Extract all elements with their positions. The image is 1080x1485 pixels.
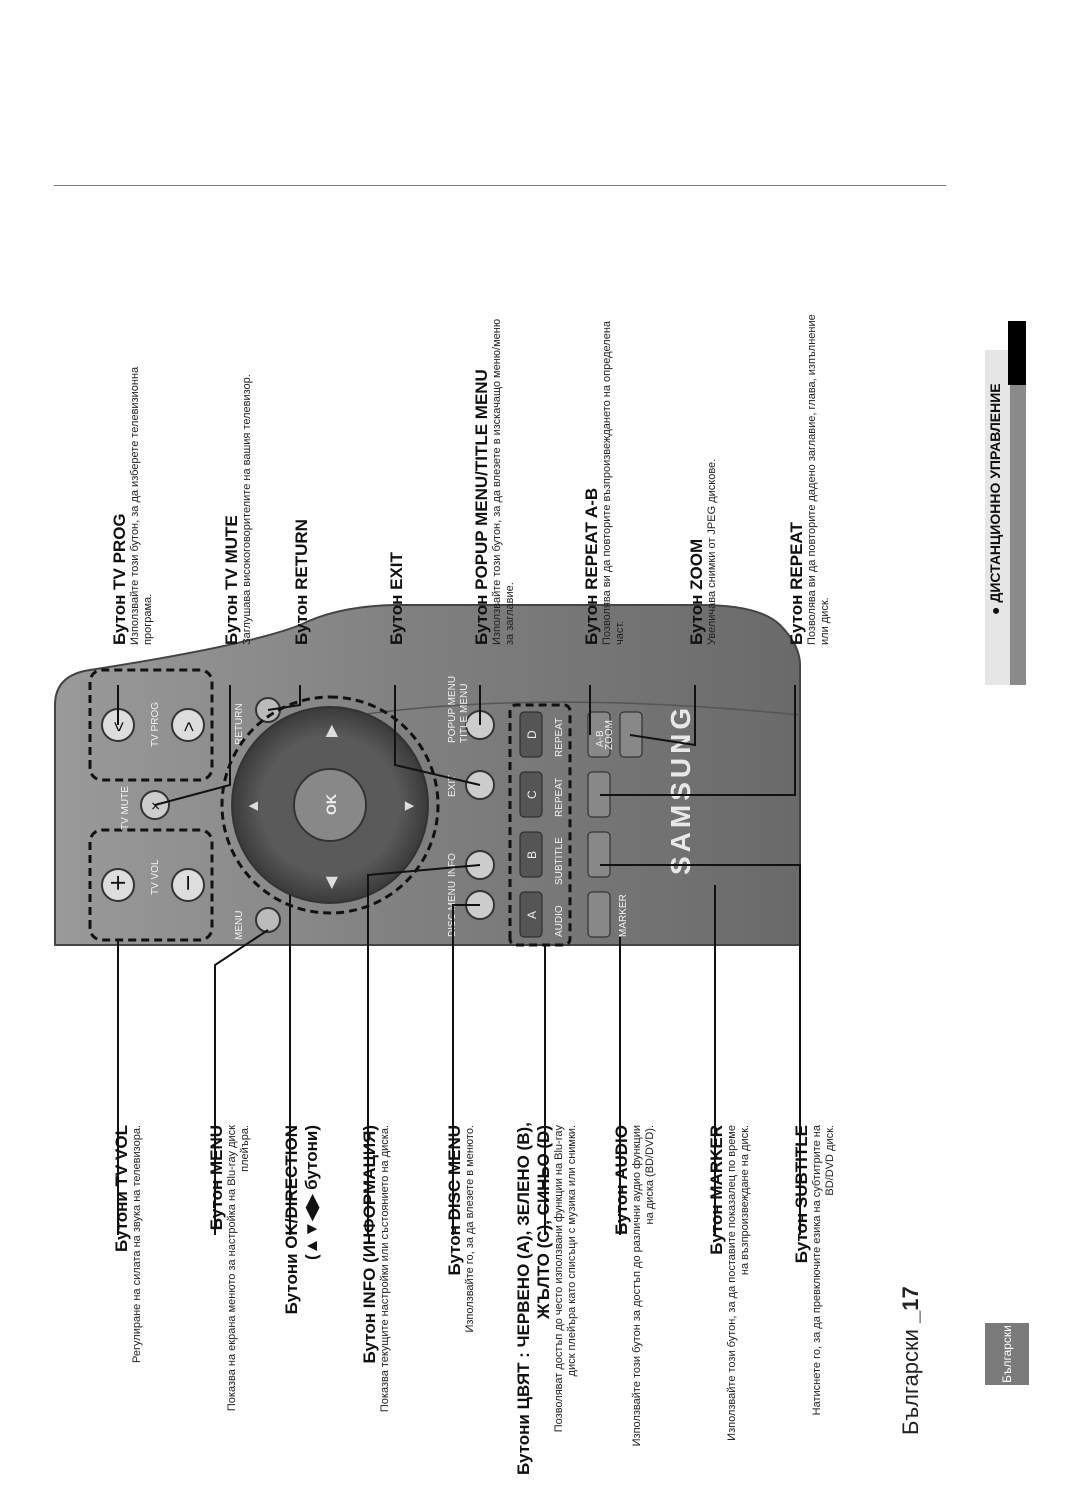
- callout-title: Бутон EXIT: [387, 552, 406, 645]
- callout-title: Бутони ЦВЯТ : ЧЕРВЕНО (A), ЗЕЛЕНО (B),: [514, 1122, 533, 1475]
- callout-desc: Позволяват достъп до често използвани фу…: [553, 1125, 565, 1433]
- callout-title: Бутони OK/DIRECTION: [282, 1125, 301, 1315]
- callout-desc: програма.: [142, 593, 154, 645]
- callout-desc: за заглавие.: [504, 582, 516, 645]
- title-menu-label: TITLE MENU: [459, 684, 470, 743]
- callout-desc: Позволява ви да повторите възпроизвеждан…: [601, 320, 613, 645]
- chevron-down-icon: >: [179, 721, 199, 732]
- menu-label: MENU: [234, 911, 245, 940]
- callout-desc: Увеличава снимки от JPEG дискове.: [706, 458, 718, 645]
- arrow-down-icon: ▼: [401, 798, 418, 814]
- color-button-d: [519, 711, 543, 758]
- callout-title: Бутон AUDIO: [612, 1125, 631, 1235]
- callout-desc: Заглушава високоговорителите на вашия те…: [241, 374, 253, 645]
- color-buttons-group: [508, 703, 572, 947]
- callout-title: Бутон MARKER: [707, 1125, 726, 1255]
- tv-mute-label: TV MUTE: [120, 786, 131, 830]
- callout-desc: Използвайте този бутон, за да влезете в …: [491, 318, 503, 645]
- subtitle-label: SUBTITLE: [554, 837, 565, 885]
- info-label: INFO: [447, 853, 458, 877]
- zoom-label: ZOOM: [604, 720, 615, 750]
- b-label: B: [525, 851, 539, 859]
- callout-desc: Регулиране на силата на звука на телевиз…: [131, 1125, 143, 1363]
- callout-desc: или диск.: [819, 597, 831, 645]
- callout-title: Бутон DISC MENU: [445, 1125, 464, 1276]
- callout-title: Бутон MENU: [207, 1125, 226, 1231]
- callout-desc: Натиснете го, за да превключите езика на…: [811, 1125, 823, 1416]
- callout-title: Бутон INFO (ИНФОРМАЦИЯ): [360, 1125, 379, 1364]
- callout-desc: Използвайте този бутон, за да изберете т…: [129, 366, 141, 645]
- callout-desc: Показва текущите настройки или състояние…: [379, 1125, 391, 1413]
- callout-desc: Позволява ви да повторите дадено заглави…: [806, 314, 818, 645]
- plus-icon: +: [106, 874, 131, 892]
- callout-desc: на възпроизвеждане на диск.: [739, 1125, 751, 1276]
- arrow-left-icon: ◀: [323, 876, 340, 889]
- tv-prog-label: TV PROG: [150, 702, 161, 747]
- ok-label: OK: [323, 794, 339, 815]
- callout-desc: BD/DVD диск.: [824, 1125, 836, 1196]
- callout-title: Бутон POPUP MENU/TITLE MENU: [472, 369, 491, 645]
- callout-title: Бутон TV PROG: [110, 513, 129, 645]
- arrow-right-icon: ▶: [323, 724, 340, 737]
- callout-desc: плейъра.: [239, 1125, 251, 1172]
- subtitle-button: [587, 831, 611, 878]
- mute-icon: ✕: [149, 801, 163, 811]
- callout-desc: Използвайте този бутон за достъп до разл…: [631, 1125, 643, 1447]
- callout-desc: Използвайте този бутон, за да поставите …: [726, 1125, 738, 1441]
- audio-label: AUDIO: [554, 905, 565, 937]
- callout-title2: ЖЪЛТО (C), СИНЬО (D): [534, 1125, 553, 1319]
- return-label: RETURN: [234, 703, 245, 745]
- ok-button: [293, 768, 367, 842]
- exit-label: EXIT: [447, 775, 458, 797]
- chevron-up-icon: <: [109, 721, 129, 732]
- minus-icon: −: [176, 874, 201, 892]
- callout-desc: диск плейъра като списъци с музика или с…: [566, 1125, 578, 1377]
- marker-label: MARKER: [618, 894, 629, 937]
- callout-desc: на диска (BD/DVD).: [644, 1125, 656, 1225]
- callout-title: Бутон ZOOM: [687, 538, 706, 645]
- color-button-c: [519, 771, 543, 818]
- a-label: A: [525, 911, 539, 919]
- popup-menu-label: POPUP MENU: [447, 676, 458, 743]
- tv-prog-group: [88, 668, 214, 782]
- callout-desc: Показва на екрана менюто за настройка на…: [226, 1125, 238, 1412]
- callout-title: Бутон TV MUTE: [222, 515, 241, 645]
- callout-title: Бутон REPEAT A-B: [582, 487, 601, 645]
- marker-button: [587, 891, 611, 938]
- d-label: D: [525, 730, 539, 739]
- callout-lines: [117, 685, 801, 1235]
- header-rule: [54, 185, 946, 186]
- tv-vol-group: [88, 828, 214, 942]
- callout-title: Бутон REPEAT: [787, 522, 806, 645]
- repeat-label: REPEAT: [554, 778, 565, 817]
- callout-title2: (▲▼◀▶ бутони): [302, 1125, 321, 1260]
- callout-desc: част.: [614, 620, 626, 645]
- callout-title: Бутони TV VOL: [112, 1125, 131, 1252]
- samsung-logo: SAMSUNG: [665, 704, 696, 875]
- color-button-b: [519, 831, 543, 878]
- remote-body: [54, 604, 801, 946]
- callout-title: Бутон RETURN: [292, 519, 311, 645]
- callout-title: Бутон SUBTITLE: [792, 1125, 811, 1264]
- repeat2-label: REPEAT: [554, 718, 565, 757]
- c-label: C: [525, 790, 539, 799]
- direction-pad-outline: [220, 695, 440, 915]
- menu-button: [255, 907, 281, 933]
- ab-label: A-B: [595, 730, 606, 747]
- color-button-a: [519, 891, 543, 938]
- arrow-up-icon: ▲: [245, 798, 262, 814]
- callout-desc: Използвайте го, за да влезете в менюто.: [464, 1125, 476, 1333]
- tv-vol-label: TV VOL: [150, 859, 161, 895]
- repeat-ab-button: [587, 711, 611, 758]
